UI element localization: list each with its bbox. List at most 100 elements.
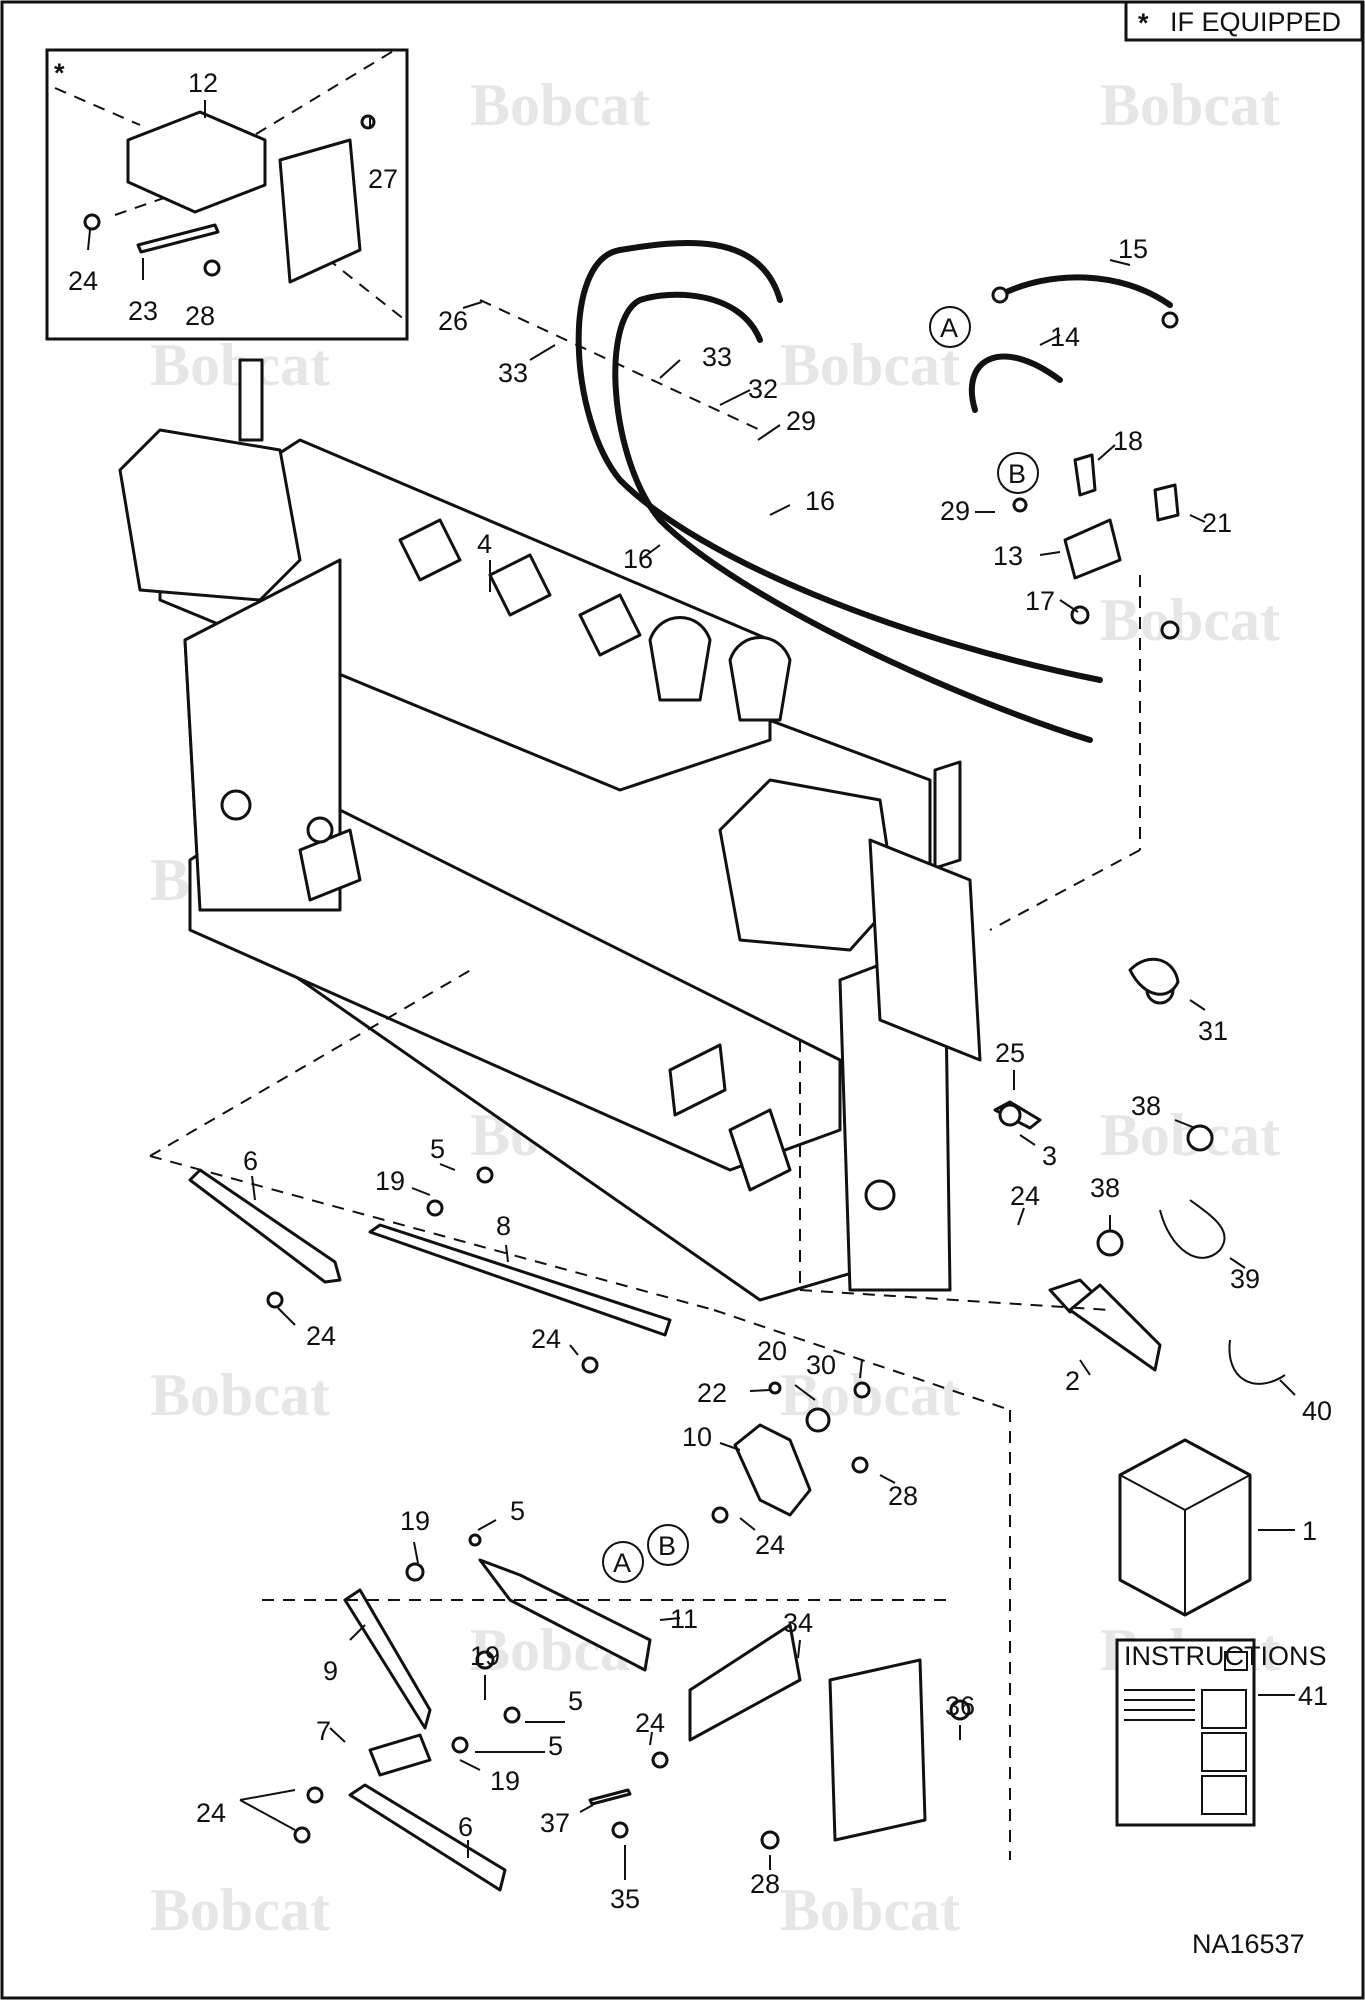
part-number: 40 xyxy=(1302,1396,1332,1426)
part-number: 36 xyxy=(945,1691,975,1721)
part-number: 33 xyxy=(498,358,528,388)
part-number: 38 xyxy=(1131,1091,1161,1121)
watermark: Bobcat xyxy=(780,332,960,398)
part-number: 2 xyxy=(1065,1366,1080,1396)
part-number: 26 xyxy=(438,306,468,336)
callout-b: B xyxy=(1008,459,1026,489)
watermark: Bobcat xyxy=(150,1877,330,1943)
part-number: 5 xyxy=(430,1134,445,1164)
cover-box xyxy=(688,1623,802,1742)
watermark: Bobcat xyxy=(150,1362,330,1428)
coupler-block xyxy=(1012,453,1180,580)
instructions-manual: INSTRUCTIONS xyxy=(1115,1638,1327,1827)
link-bar xyxy=(368,1223,672,1337)
part-number: 19 xyxy=(375,1166,405,1196)
leader-lines xyxy=(87,100,1296,1880)
part-number: 18 xyxy=(1113,426,1143,456)
attachment-frame xyxy=(118,358,982,1302)
if-equipped-legend: * IF EQUIPPED xyxy=(1124,0,1364,42)
part-number: 16 xyxy=(805,486,835,516)
part-number: 23 xyxy=(128,296,158,326)
part-number: 10 xyxy=(682,1422,712,1452)
part-number: 24 xyxy=(306,1321,336,1351)
assembly-guide-lines xyxy=(149,299,1141,1860)
cover-plate xyxy=(828,1658,927,1842)
part-number: 24 xyxy=(1010,1181,1040,1211)
part-number: 4 xyxy=(477,529,492,559)
part-number: 19 xyxy=(490,1766,520,1796)
part-number: 9 xyxy=(323,1656,338,1686)
callout-a: A xyxy=(613,1548,631,1578)
part-number: 29 xyxy=(786,406,816,436)
part-number: 14 xyxy=(1050,322,1080,352)
package-box xyxy=(1118,1438,1252,1617)
part-number: 6 xyxy=(243,1146,258,1176)
part-number: 21 xyxy=(1202,508,1232,538)
part-number: 34 xyxy=(783,1608,813,1638)
part-number: 28 xyxy=(185,301,215,331)
part-number: 8 xyxy=(496,1211,511,1241)
part-number-labels: 12 27 24 23 28 26 33 33 32 29 15 14 18 1… xyxy=(68,68,1332,1914)
part-number: 31 xyxy=(1198,1016,1228,1046)
part-number: 17 xyxy=(1025,586,1055,616)
watermark: Bobcat xyxy=(1100,72,1280,138)
part-number: 16 xyxy=(623,544,653,574)
part-number: 33 xyxy=(702,342,732,372)
part-number: 24 xyxy=(196,1798,226,1828)
handle-lever xyxy=(343,1588,432,1730)
watermark: Bobcat xyxy=(1100,587,1280,653)
callout-a: A xyxy=(940,313,958,343)
part-number: 24 xyxy=(755,1530,785,1560)
part-number: 39 xyxy=(1230,1264,1260,1294)
part-number: 30 xyxy=(806,1350,836,1380)
part-number: 29 xyxy=(940,496,970,526)
part-number: 28 xyxy=(750,1869,780,1899)
part-number: 6 xyxy=(458,1812,473,1842)
inset-asterisk: * xyxy=(54,58,65,88)
handle-rod-upper xyxy=(188,1168,342,1284)
linkage-parts xyxy=(188,1166,1102,1892)
inset-mount-bracket xyxy=(126,110,267,214)
inset-optional-parts: * xyxy=(45,48,409,341)
part-number: 32 xyxy=(748,374,778,404)
figure-id: NA16537 xyxy=(1192,1929,1305,1959)
part-number: 13 xyxy=(993,541,1023,571)
part-number: 37 xyxy=(540,1808,570,1838)
part-number: 5 xyxy=(510,1496,525,1526)
asterisk-symbol: * xyxy=(1138,8,1149,38)
actuator-cylinder xyxy=(478,1558,652,1672)
if-equipped-text: IF EQUIPPED xyxy=(1170,7,1341,37)
watermark: Bobcat xyxy=(470,72,650,138)
callout-circles: A B A B xyxy=(602,306,1039,1583)
part-number: 19 xyxy=(400,1506,430,1536)
pivot-bracket xyxy=(733,1423,812,1517)
part-number: 20 xyxy=(757,1336,787,1366)
handle-rod-lower xyxy=(348,1783,507,1892)
part-number: 3 xyxy=(1042,1141,1057,1171)
part-number: 24 xyxy=(531,1324,561,1354)
watermark: Bobcat xyxy=(780,1877,960,1943)
part-number: 28 xyxy=(888,1481,918,1511)
part-number: 7 xyxy=(316,1716,331,1746)
part-number: 5 xyxy=(548,1731,563,1761)
part-number: 22 xyxy=(697,1378,727,1408)
part-number: 41 xyxy=(1298,1681,1328,1711)
part-number: 24 xyxy=(635,1708,665,1738)
part-number: 35 xyxy=(610,1884,640,1914)
part-number: 5 xyxy=(568,1686,583,1716)
part-number: 38 xyxy=(1090,1173,1120,1203)
part-number: 11 xyxy=(670,1604,698,1634)
part-number: 12 xyxy=(188,68,218,98)
hydraulic-hoses xyxy=(575,239,1180,743)
part-number: 25 xyxy=(995,1038,1025,1068)
part-number: 15 xyxy=(1118,234,1148,264)
part-number: 1 xyxy=(1302,1516,1317,1546)
inset-mount-plate xyxy=(278,138,362,284)
callout-b: B xyxy=(658,1531,676,1561)
part-number: 24 xyxy=(68,266,98,296)
part-number: 19 xyxy=(470,1641,500,1671)
part-number: 27 xyxy=(368,164,398,194)
